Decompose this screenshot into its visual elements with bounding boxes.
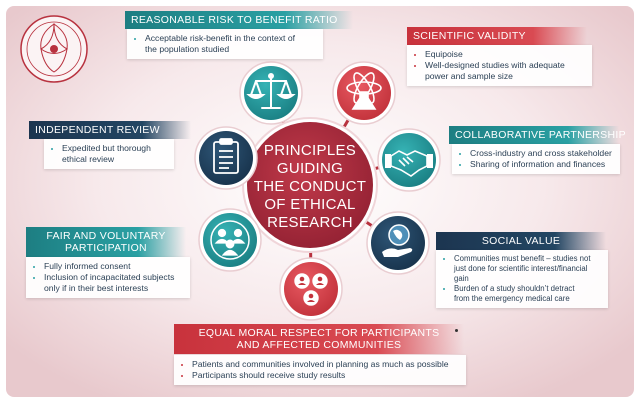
social-heading: SOCIAL VALUE	[436, 232, 606, 250]
voluntary-item: Inclusion of incapacitated subjectsonly …	[44, 272, 182, 294]
respect-heading-line: EQUAL MORAL RESPECT FOR PARTICIPANTS	[198, 327, 440, 339]
risk-item-text: Acceptable risk-benefit in the context o…	[145, 33, 295, 43]
respect-heading-line: AND AFFECTED COMMUNITIES	[236, 339, 402, 351]
social-description: Communities must benefit – studies notju…	[436, 250, 608, 308]
review-heading: INDEPENDENT REVIEW	[29, 121, 191, 139]
center-title-line: GUIDING	[276, 160, 344, 177]
validity-item-text: power and sample size	[425, 71, 513, 81]
validity-item: Equipoise	[425, 49, 584, 60]
review-item-text: Expedited but thorough	[62, 143, 151, 153]
partnership-heading: COLLABORATIVE PARTNERSHIP	[449, 126, 626, 144]
voluntary-heading-line: FAIR AND VOLUNTARY	[46, 230, 166, 242]
validity-item: Well-designed studies with adequatepower…	[425, 60, 584, 82]
handshake-icon	[385, 150, 433, 177]
voluntary-item-text: Inclusion of incapacitated subjects	[44, 272, 175, 282]
social-item-text: Burden of a study shouldn’t detract	[454, 284, 575, 293]
social-item-text: just done for scientific interest/financ…	[454, 264, 588, 283]
node-respect	[279, 257, 343, 321]
partnership-item: Cross-industry and cross stakeholder	[470, 148, 612, 159]
node-review	[194, 126, 258, 190]
social-item: Communities must benefit – studies notju…	[454, 254, 600, 284]
voluntary-item-text: only if in their best interests	[44, 283, 149, 293]
voluntary-heading-line: PARTICIPATION	[65, 242, 147, 254]
voluntary-item: Fully informed consent	[44, 261, 182, 272]
center-hub	[247, 122, 373, 248]
atom-flask-icon	[346, 72, 382, 110]
node-partnership	[377, 128, 441, 192]
validity-description: Equipoise Well-designed studies with ade…	[407, 45, 592, 86]
respect-heading: EQUAL MORAL RESPECT FOR PARTICIPANTS AND…	[174, 324, 464, 354]
participants-icon	[294, 273, 328, 306]
risk-item: Acceptable risk-benefit in the context o…	[145, 33, 315, 55]
center-title-line: PRINCIPLES	[263, 142, 357, 159]
respect-item: Patients and communities involved in pla…	[192, 359, 458, 370]
clipboard-checklist-icon	[213, 138, 239, 174]
center-title-line: THE CONDUCT	[253, 178, 367, 195]
seal-logo	[20, 15, 88, 83]
center-title-line: RESEARCH	[267, 214, 353, 231]
risk-item-text: the population studied	[145, 44, 230, 54]
people-group-icon	[210, 220, 250, 260]
social-item: Burden of a study shouldn’t detractfrom …	[454, 284, 600, 304]
globe-in-hand-icon	[382, 224, 413, 257]
respect-description: Patients and communities involved in pla…	[174, 355, 466, 385]
social-item-text: Communities must benefit – studies not	[454, 254, 591, 263]
partnership-item: Sharing of information and finances	[470, 159, 612, 170]
validity-item-text: Well-designed studies with adequate	[425, 60, 565, 70]
center-title-line: OF ETHICAL	[264, 196, 356, 213]
risk-description: Acceptable risk-benefit in the context o…	[127, 29, 323, 59]
voluntary-heading: FAIR AND VOLUNTARY PARTICIPATION	[26, 227, 186, 257]
scales-of-justice-icon	[246, 73, 296, 109]
validity-heading: SCIENTIFIC VALIDITY	[407, 27, 587, 45]
decorative-dot	[455, 329, 458, 332]
voluntary-description: Fully informed consent Inclusion of inca…	[26, 257, 190, 298]
social-item-text: from the emergency medical care	[454, 294, 570, 303]
center-title: PRINCIPLES GUIDING THE CONDUCT OF ETHICA…	[251, 142, 369, 232]
risk-heading: REASONABLE RISK TO BENEFIT RATIO	[125, 11, 353, 29]
respect-item: Participants should receive study result…	[192, 370, 458, 381]
review-item-text: ethical review	[62, 154, 115, 164]
partnership-description: Cross-industry and cross stakeholder Sha…	[452, 144, 620, 174]
